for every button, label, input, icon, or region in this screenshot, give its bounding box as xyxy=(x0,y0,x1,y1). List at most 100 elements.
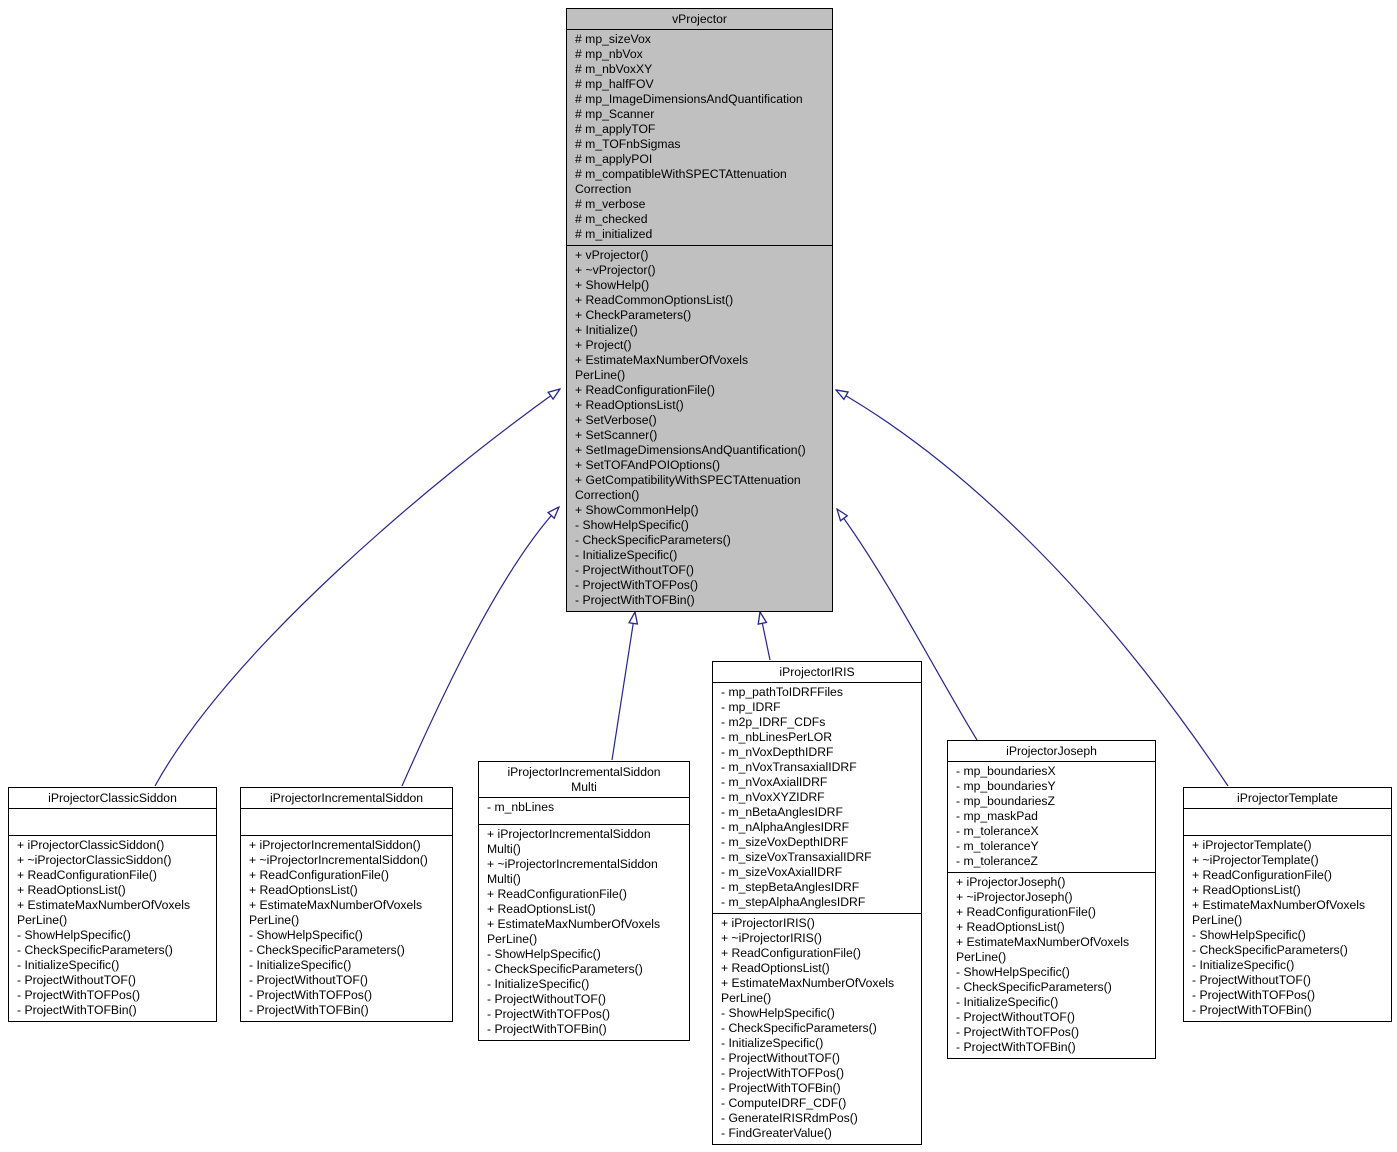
member-line: - CheckSpecificParameters() xyxy=(575,533,731,547)
class-attributes: # mp_sizeVox# mp_nbVox# m_nbVoxXY# mp_ha… xyxy=(567,30,832,246)
member-line: + ~iProjectorIncrementalSiddon xyxy=(487,857,658,871)
member-line: - mp_boundariesZ xyxy=(956,794,1055,808)
member-line: # mp_sizeVox xyxy=(575,32,651,46)
member-line: - m_nbLines xyxy=(487,800,555,814)
class-title: iProjectorClassicSiddon xyxy=(9,788,216,809)
member-line: # mp_halfFOV xyxy=(575,77,654,91)
class-title: vProjector xyxy=(567,9,832,30)
member-line: iProjectorJoseph xyxy=(1006,744,1097,758)
member-line: - ProjectWithoutTOF() xyxy=(487,992,606,1006)
member-line: + ReadOptionsList() xyxy=(956,920,1065,934)
member-line: + ReadOptionsList() xyxy=(249,883,358,897)
class-methods: + iProjectorIncrementalSiddon()+ ~iProje… xyxy=(241,836,452,1021)
class-attributes: - mp_pathToIDRFFiles- mp_IDRF- m2p_IDRF_… xyxy=(713,683,921,914)
member-line: + vProjector() xyxy=(575,248,649,262)
member-line: + ReadConfigurationFile() xyxy=(487,887,627,901)
member-line: # m_applyTOF xyxy=(575,122,656,136)
member-line: + Initialize() xyxy=(575,323,638,337)
member-line: # mp_ImageDimensionsAndQuantification xyxy=(575,92,803,106)
class-attributes: - mp_boundariesX- mp_boundariesY- mp_bou… xyxy=(948,762,1155,873)
member-line: + ~iProjectorJoseph() xyxy=(956,890,1073,904)
member-line: - ProjectWithoutTOF() xyxy=(249,973,368,987)
member-line: - ProjectWithTOFPos() xyxy=(956,1025,1080,1039)
member-line: iProjectorTemplate xyxy=(1237,791,1338,805)
member-line: - ProjectWithTOFBin() xyxy=(17,1003,137,1017)
member-line: PerLine() xyxy=(721,991,772,1005)
member-line: - ProjectWithTOFBin() xyxy=(249,1003,369,1017)
member-line: PerLine() xyxy=(1192,913,1243,927)
member-line: + EstimateMaxNumberOfVoxels xyxy=(1192,898,1366,912)
member-line: iProjectorIncrementalSiddon xyxy=(269,791,424,805)
inheritance-arrow-iProjectorIncrementalSiddon xyxy=(401,507,559,787)
member-line: PerLine() xyxy=(575,368,626,382)
member-line: - ProjectWithoutTOF() xyxy=(17,973,136,987)
class-node-iProjectorClassicSiddon[interactable]: iProjectorClassicSiddon + iProjectorClas… xyxy=(8,787,217,1022)
member-line: + EstimateMaxNumberOfVoxels xyxy=(487,917,661,931)
member-line: - ProjectWithTOFPos() xyxy=(721,1066,845,1080)
member-line: - InitializeSpecific() xyxy=(487,977,590,991)
member-line: - ShowHelpSpecific() xyxy=(487,947,601,961)
member-line: - m_stepBetaAnglesIDRF xyxy=(721,880,860,894)
member-line: + EstimateMaxNumberOfVoxels xyxy=(575,353,749,367)
member-line: - GenerateIRISRdmPos() xyxy=(721,1111,858,1125)
member-line: - m_nVoxAxialIDRF xyxy=(721,775,828,789)
class-node-iProjectorJoseph[interactable]: iProjectorJoseph - mp_boundariesX- mp_bo… xyxy=(947,740,1156,1059)
member-line: # m_TOFnbSigmas xyxy=(575,137,681,151)
class-node-iProjectorTemplate[interactable]: iProjectorTemplate + iProjectorTemplate(… xyxy=(1183,787,1392,1022)
member-line: - m_nVoxTransaxialIDRF xyxy=(721,760,857,774)
inheritance-arrow-iProjectorJoseph xyxy=(837,509,978,741)
member-line: - m_toleranceX xyxy=(956,824,1039,838)
member-line: + ~iProjectorClassicSiddon() xyxy=(17,853,172,867)
class-node-iProjectorIRIS[interactable]: iProjectorIRIS - mp_pathToIDRFFiles- mp_… xyxy=(712,661,922,1145)
member-line: - CheckSpecificParameters() xyxy=(956,980,1112,994)
member-line: # m_applyPOI xyxy=(575,152,653,166)
member-line: Multi() xyxy=(487,872,521,886)
member-line: + iProjectorJoseph() xyxy=(956,875,1066,889)
class-node-iProjectorIncrementalSiddon[interactable]: iProjectorIncrementalSiddon + iProjector… xyxy=(240,787,453,1022)
member-line: - ProjectWithTOFPos() xyxy=(17,988,141,1002)
member-line: - ProjectWithTOFBin() xyxy=(1192,1003,1312,1017)
member-line: + ~vProjector() xyxy=(575,263,656,277)
member-line: - ShowHelpSpecific() xyxy=(17,928,131,942)
member-line: - m_sizeVoxTransaxialIDRF xyxy=(721,850,872,864)
member-line: + SetImageDimensionsAndQuantification() xyxy=(575,443,806,457)
class-attributes xyxy=(1184,809,1391,836)
member-line: - m_sizeVoxAxialIDRF xyxy=(721,865,843,879)
member-line: - mp_IDRF xyxy=(721,700,781,714)
member-line: PerLine() xyxy=(956,950,1007,964)
member-line: - ComputeIDRF_CDF() xyxy=(721,1096,847,1110)
member-line: - mp_pathToIDRFFiles xyxy=(721,685,843,699)
member-line: + ReadOptionsList() xyxy=(17,883,126,897)
member-line: - ProjectWithoutTOF() xyxy=(575,563,694,577)
member-line: + Project() xyxy=(575,338,632,352)
member-line: + ShowCommonHelp() xyxy=(575,503,699,517)
member-line: + EstimateMaxNumberOfVoxels xyxy=(721,976,895,990)
class-title: iProjectorTemplate xyxy=(1184,788,1391,809)
member-line: iProjectorClassicSiddon xyxy=(48,791,177,805)
member-line: + iProjectorIncrementalSiddon() xyxy=(249,838,421,852)
member-line: PerLine() xyxy=(17,913,68,927)
member-line: + ReadConfigurationFile() xyxy=(1192,868,1332,882)
member-line: - InitializeSpecific() xyxy=(17,958,120,972)
member-line: - InitializeSpecific() xyxy=(1192,958,1295,972)
member-line: - InitializeSpecific() xyxy=(249,958,352,972)
member-line: PerLine() xyxy=(249,913,300,927)
member-line: # m_nbVoxXY xyxy=(575,62,653,76)
member-line: - ProjectWithTOFBin() xyxy=(721,1081,841,1095)
member-line: + ReadCommonOptionsList() xyxy=(575,293,734,307)
member-line: + ReadOptionsList() xyxy=(1192,883,1301,897)
member-line: - InitializeSpecific() xyxy=(956,995,1059,1009)
member-line: - ProjectWithoutTOF() xyxy=(1192,973,1311,987)
member-line: + ~iProjectorIncrementalSiddon() xyxy=(249,853,428,867)
inheritance-arrow-iProjectorTemplate xyxy=(836,390,1229,787)
member-line: - ShowHelpSpecific() xyxy=(575,518,689,532)
member-line: - CheckSpecificParameters() xyxy=(487,962,643,976)
member-line: + ReadOptionsList() xyxy=(721,961,830,975)
member-line: iProjectorIRIS xyxy=(779,665,855,679)
member-line: Correction() xyxy=(575,488,640,502)
member-line: # mp_Scanner xyxy=(575,107,655,121)
member-line: - mp_boundariesY xyxy=(956,779,1056,793)
member-line: - mp_maskPad xyxy=(956,809,1038,823)
